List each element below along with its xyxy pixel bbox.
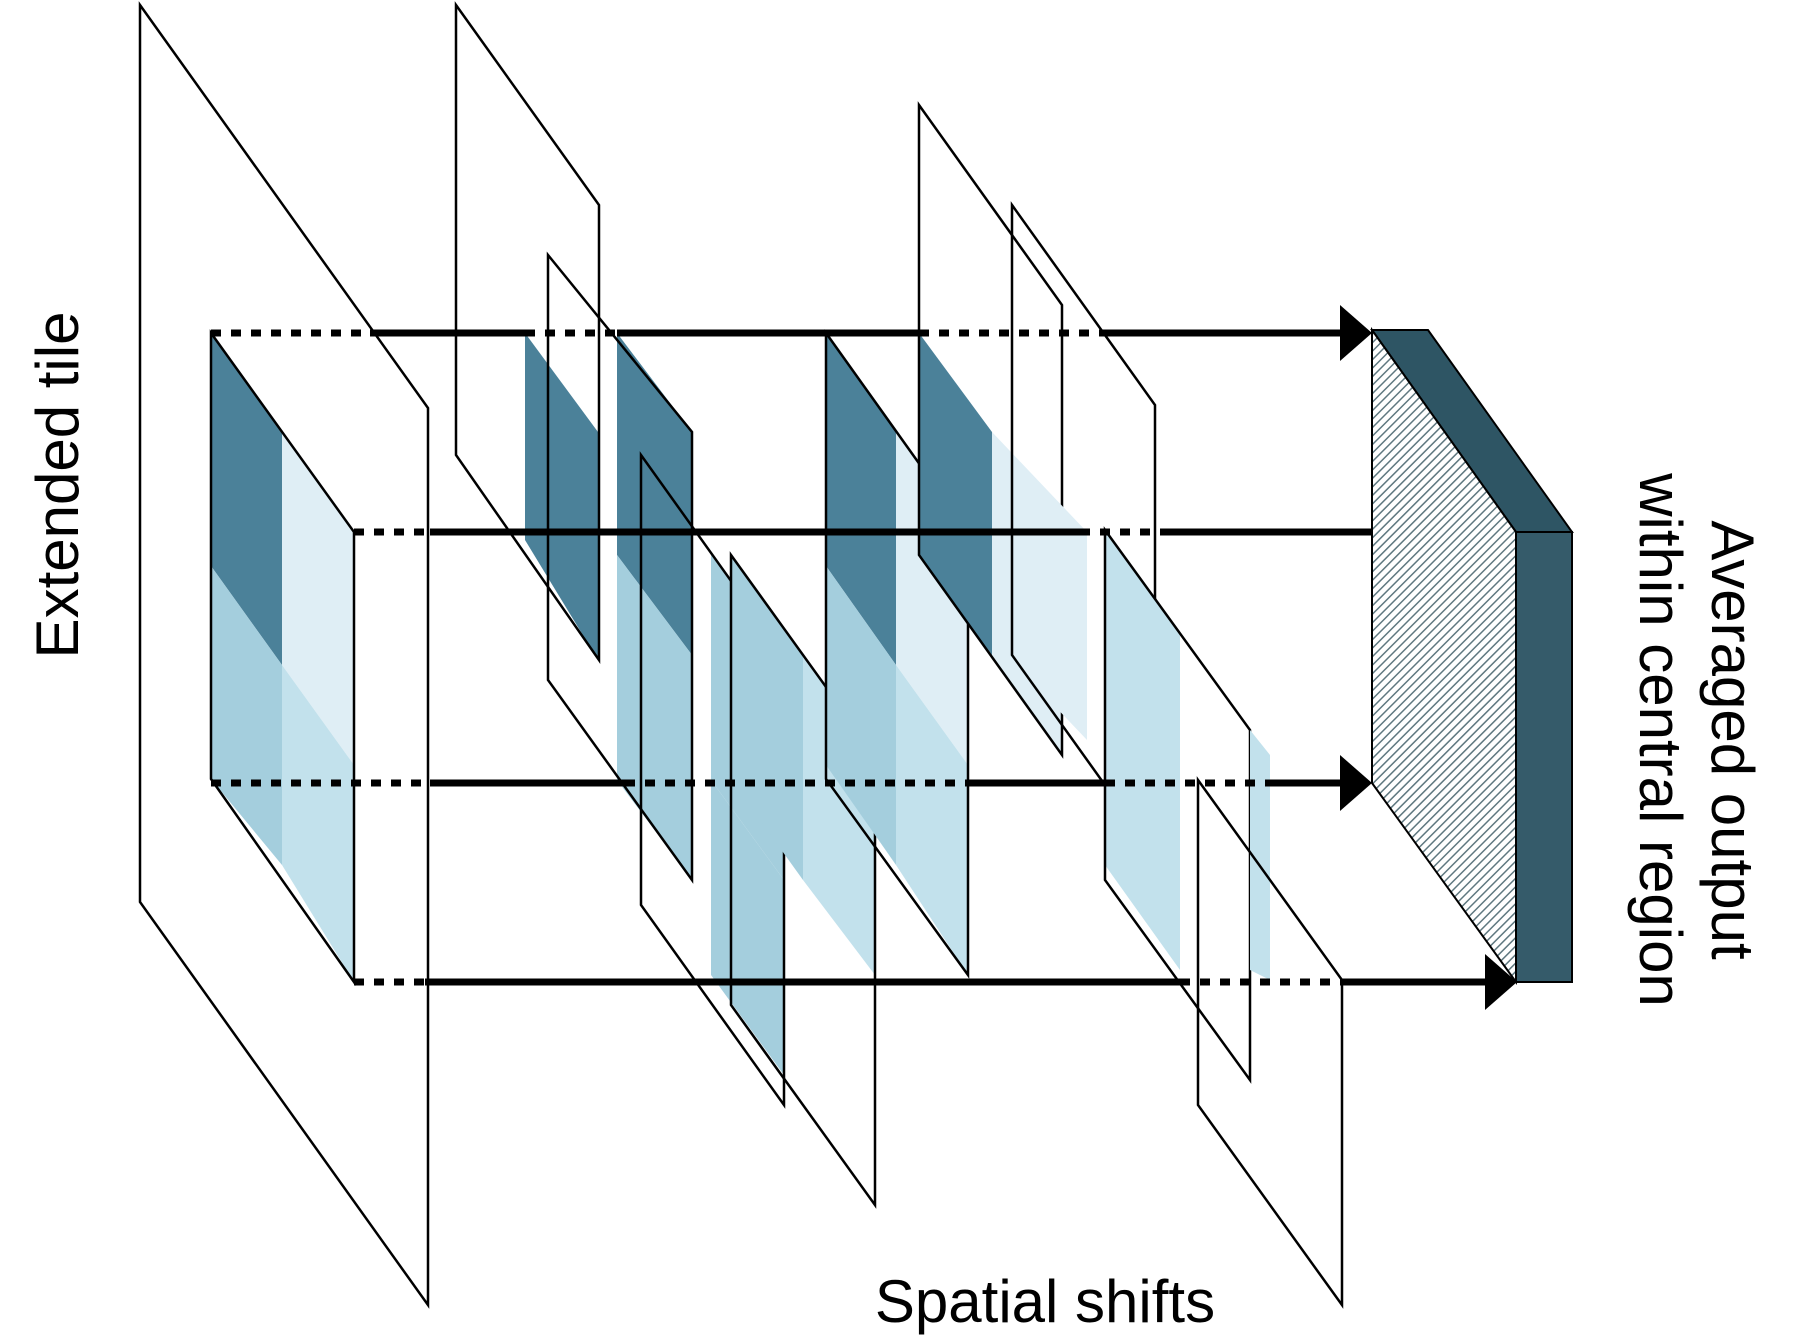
arrow-row-3 [211, 755, 1372, 811]
shifted-tile-9 [1103, 526, 1252, 1084]
arrow-row-1 [211, 305, 1372, 361]
shifted-tile-6 [824, 329, 970, 979]
central-region-1 [209, 329, 356, 986]
arrow-row-4 [354, 954, 1517, 1010]
spatial-shifts-label: Spatial shifts [875, 1268, 1215, 1335]
extended-tile-frame [138, 1, 430, 1309]
extended-tile-label: Extended tile [24, 312, 91, 659]
shifted-tile-2 [454, 1, 601, 664]
averaged-output-block [1370, 326, 1574, 986]
shifted-tile-3 [546, 251, 694, 884]
shifted-tile-10 [1196, 730, 1344, 1309]
averaged-output-label-line1: Averaged output [1699, 520, 1766, 960]
averaged-output-label-line2: within central region [1627, 472, 1694, 1007]
